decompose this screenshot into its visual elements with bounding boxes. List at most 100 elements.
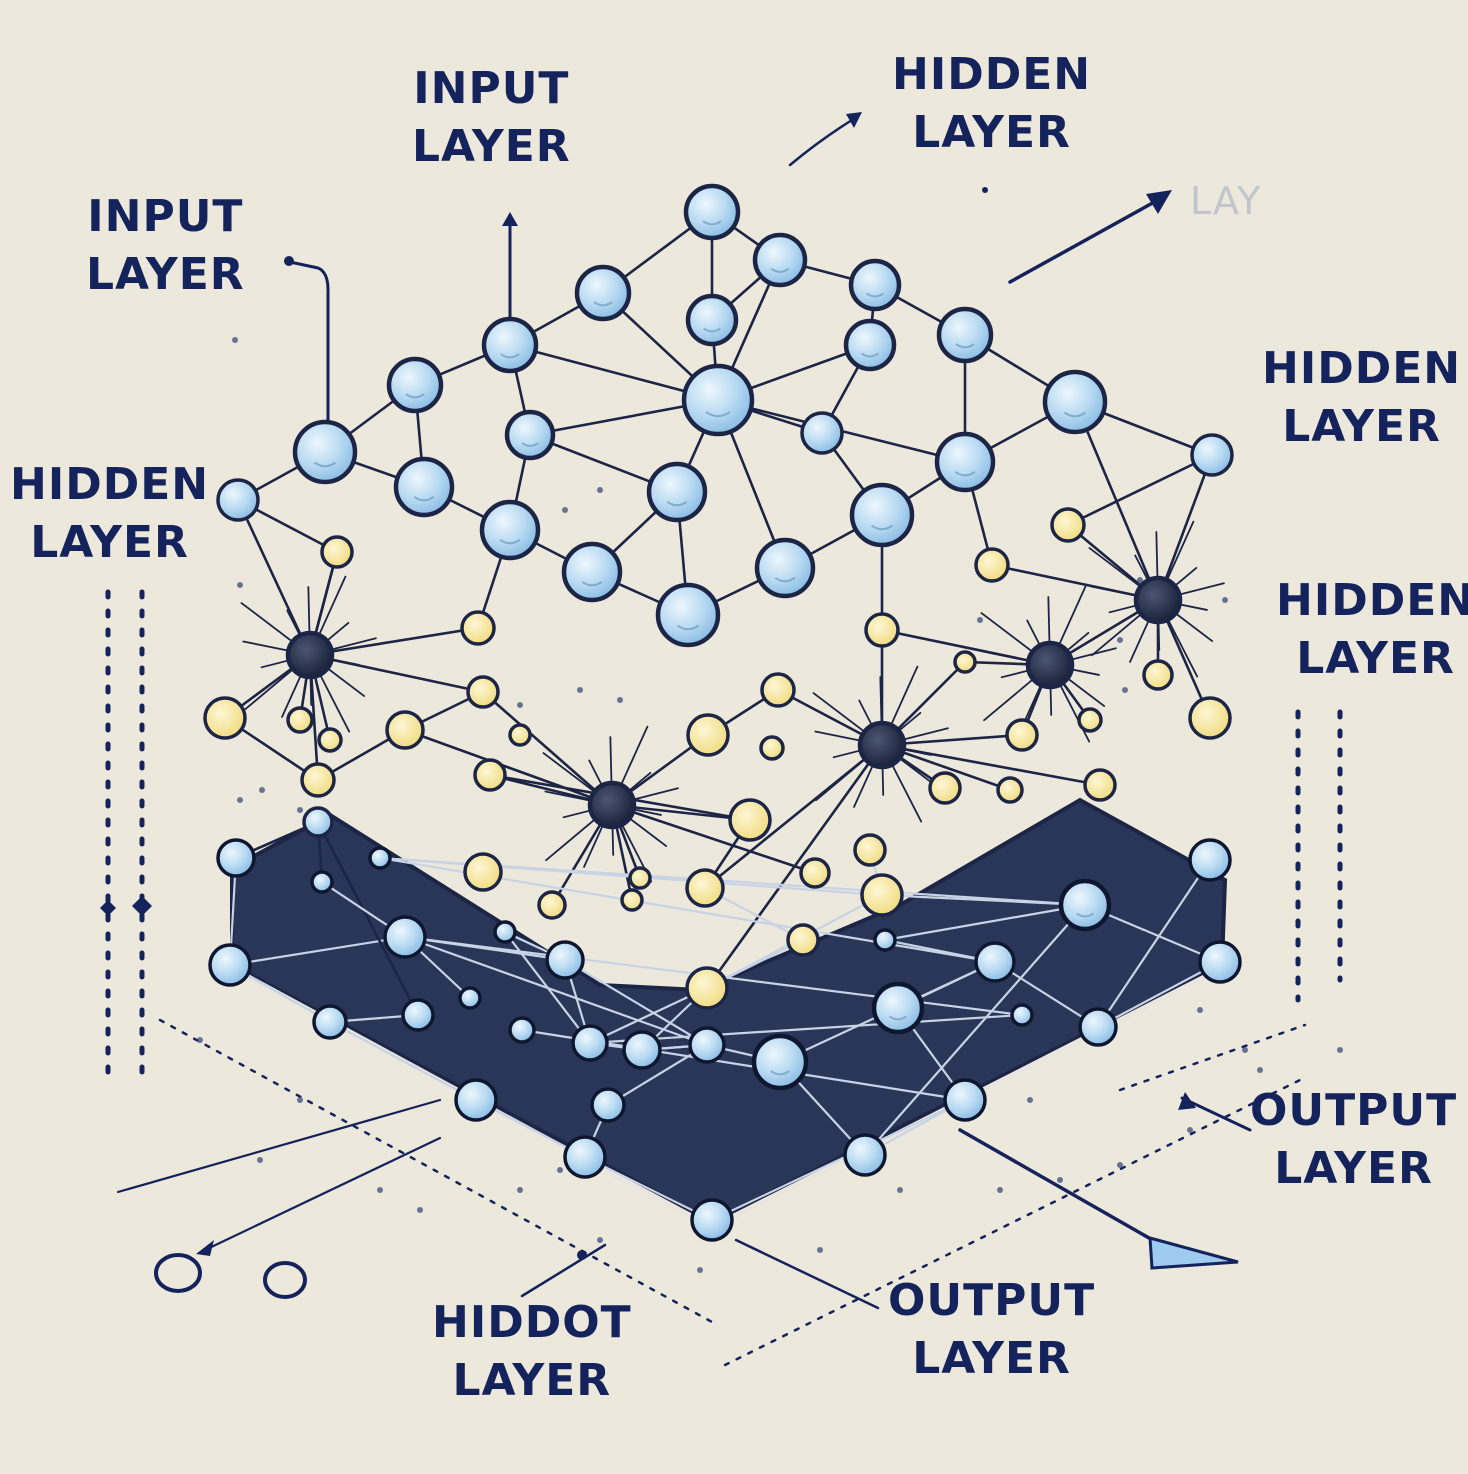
scatter-dot (897, 1187, 903, 1193)
neuron-blue (800, 411, 844, 455)
neuron-yellow (1083, 768, 1117, 802)
scatter-dot (1187, 1127, 1193, 1133)
neuron-shading (774, 576, 796, 583)
callout-dot (284, 256, 294, 266)
scatter-dot (1222, 597, 1228, 603)
label-output-layer-bottom: OUTPUT LAYER (888, 1275, 1096, 1384)
connection-line (1096, 858, 1212, 1029)
connection-line (1156, 453, 1214, 602)
annotation-lines (100, 112, 1343, 1367)
dot (982, 187, 988, 193)
neuron-shading (500, 353, 520, 359)
neuron-yellow (759, 735, 785, 761)
scatter-dot (617, 697, 623, 703)
neuron-blue (310, 870, 334, 894)
neuron-yellow (786, 923, 820, 957)
dotted-diagonal-right (723, 1078, 1302, 1367)
label-hidden-layer-right-2: HIDDEN LAYER (1276, 575, 1468, 684)
neuron-yellow (1077, 707, 1103, 733)
label-input-layer-left: INPUT LAYER (86, 191, 245, 300)
neuron-shading (705, 411, 731, 418)
neuron-hub (857, 720, 907, 770)
scatter-dot (1337, 1047, 1343, 1053)
scatter-dot (557, 1167, 563, 1173)
connection-line (503, 930, 592, 1045)
connection-line (481, 690, 614, 807)
neuron-blue (393, 456, 455, 518)
scatter-dot (597, 1237, 603, 1243)
neuron-shading (889, 1015, 907, 1021)
neuron-yellow (300, 762, 336, 798)
scatter-dot (1122, 687, 1128, 693)
guide-diamond (132, 896, 152, 916)
neuron-blue (561, 541, 623, 603)
neuron-shading (770, 1070, 790, 1076)
neuron-blue (871, 981, 925, 1035)
connection-line (863, 903, 1087, 1157)
neuron-blue (574, 264, 632, 322)
scatter-dot (1057, 1177, 1063, 1183)
label-hidden-layer-top: HIDDEN LAYER (892, 49, 1092, 158)
neuron-blue (1198, 940, 1242, 984)
output-arrowhead (1148, 1235, 1239, 1270)
callout-output-bottom (734, 1238, 880, 1310)
neuron-yellow (463, 852, 503, 892)
connection-line (236, 498, 312, 657)
connection-line (710, 1098, 967, 1222)
neuron-blue (563, 1135, 607, 1179)
neuron-blue (751, 1033, 809, 1091)
label-layer-faint: LAY (1190, 179, 1262, 223)
neuron-blue (383, 915, 427, 959)
neuron-shading (593, 301, 613, 307)
neuron-shading (702, 220, 722, 226)
neuron-shading (1063, 411, 1087, 418)
neuron-hub (1025, 640, 1075, 690)
connection-line (403, 728, 614, 807)
scatter-dot (232, 337, 238, 343)
neuron-shading (703, 327, 721, 333)
scatter-dot (259, 787, 265, 793)
neuron-blue (401, 998, 435, 1032)
neuron-shading (866, 292, 884, 298)
neuron-blue (1058, 878, 1112, 932)
connection-line (1096, 960, 1222, 1029)
arrow-hidden-top (788, 118, 854, 167)
scatter-dot (1137, 577, 1143, 583)
neuron-blue (622, 1030, 662, 1070)
label-input-layer-top: INPUT LAYER (412, 63, 571, 172)
neuron-blue (873, 928, 897, 952)
neuron-blue (685, 293, 739, 347)
neuron-yellow (203, 696, 247, 740)
scatter-dot (517, 1187, 523, 1193)
arrow-left-long (116, 1098, 442, 1194)
neuron-shading (521, 442, 539, 447)
neuron-yellow (853, 833, 887, 867)
neuron-yellow (286, 706, 314, 734)
neuron-blue (1190, 433, 1234, 477)
neuron-yellow (685, 868, 725, 908)
neuron-yellow (686, 713, 730, 757)
scatter-dot (697, 1267, 703, 1273)
neuron-yellow (466, 675, 500, 709)
neuron-shading (1076, 912, 1094, 918)
connection-line (228, 935, 407, 967)
neuron-yellow (953, 650, 977, 674)
neuron-shading (770, 267, 790, 273)
scatter-dot (817, 1247, 823, 1253)
dotted-diagonal-far-right (1118, 1023, 1307, 1092)
neuron-blue (1188, 838, 1232, 882)
neuron-blue (849, 482, 915, 548)
scatter-dot (1117, 1162, 1123, 1168)
scatter-dot (237, 797, 243, 803)
neuron-blue (646, 461, 708, 523)
dotted-diagonal-left (158, 1018, 714, 1324)
neuron-blue (1078, 1007, 1118, 1047)
neuron-blue (504, 409, 556, 461)
scatter-dot (597, 487, 603, 493)
scatter-dot (257, 1157, 263, 1163)
neuron-shading (955, 343, 975, 349)
scatter-dot (1027, 1097, 1033, 1103)
connection-line (328, 1020, 478, 1102)
